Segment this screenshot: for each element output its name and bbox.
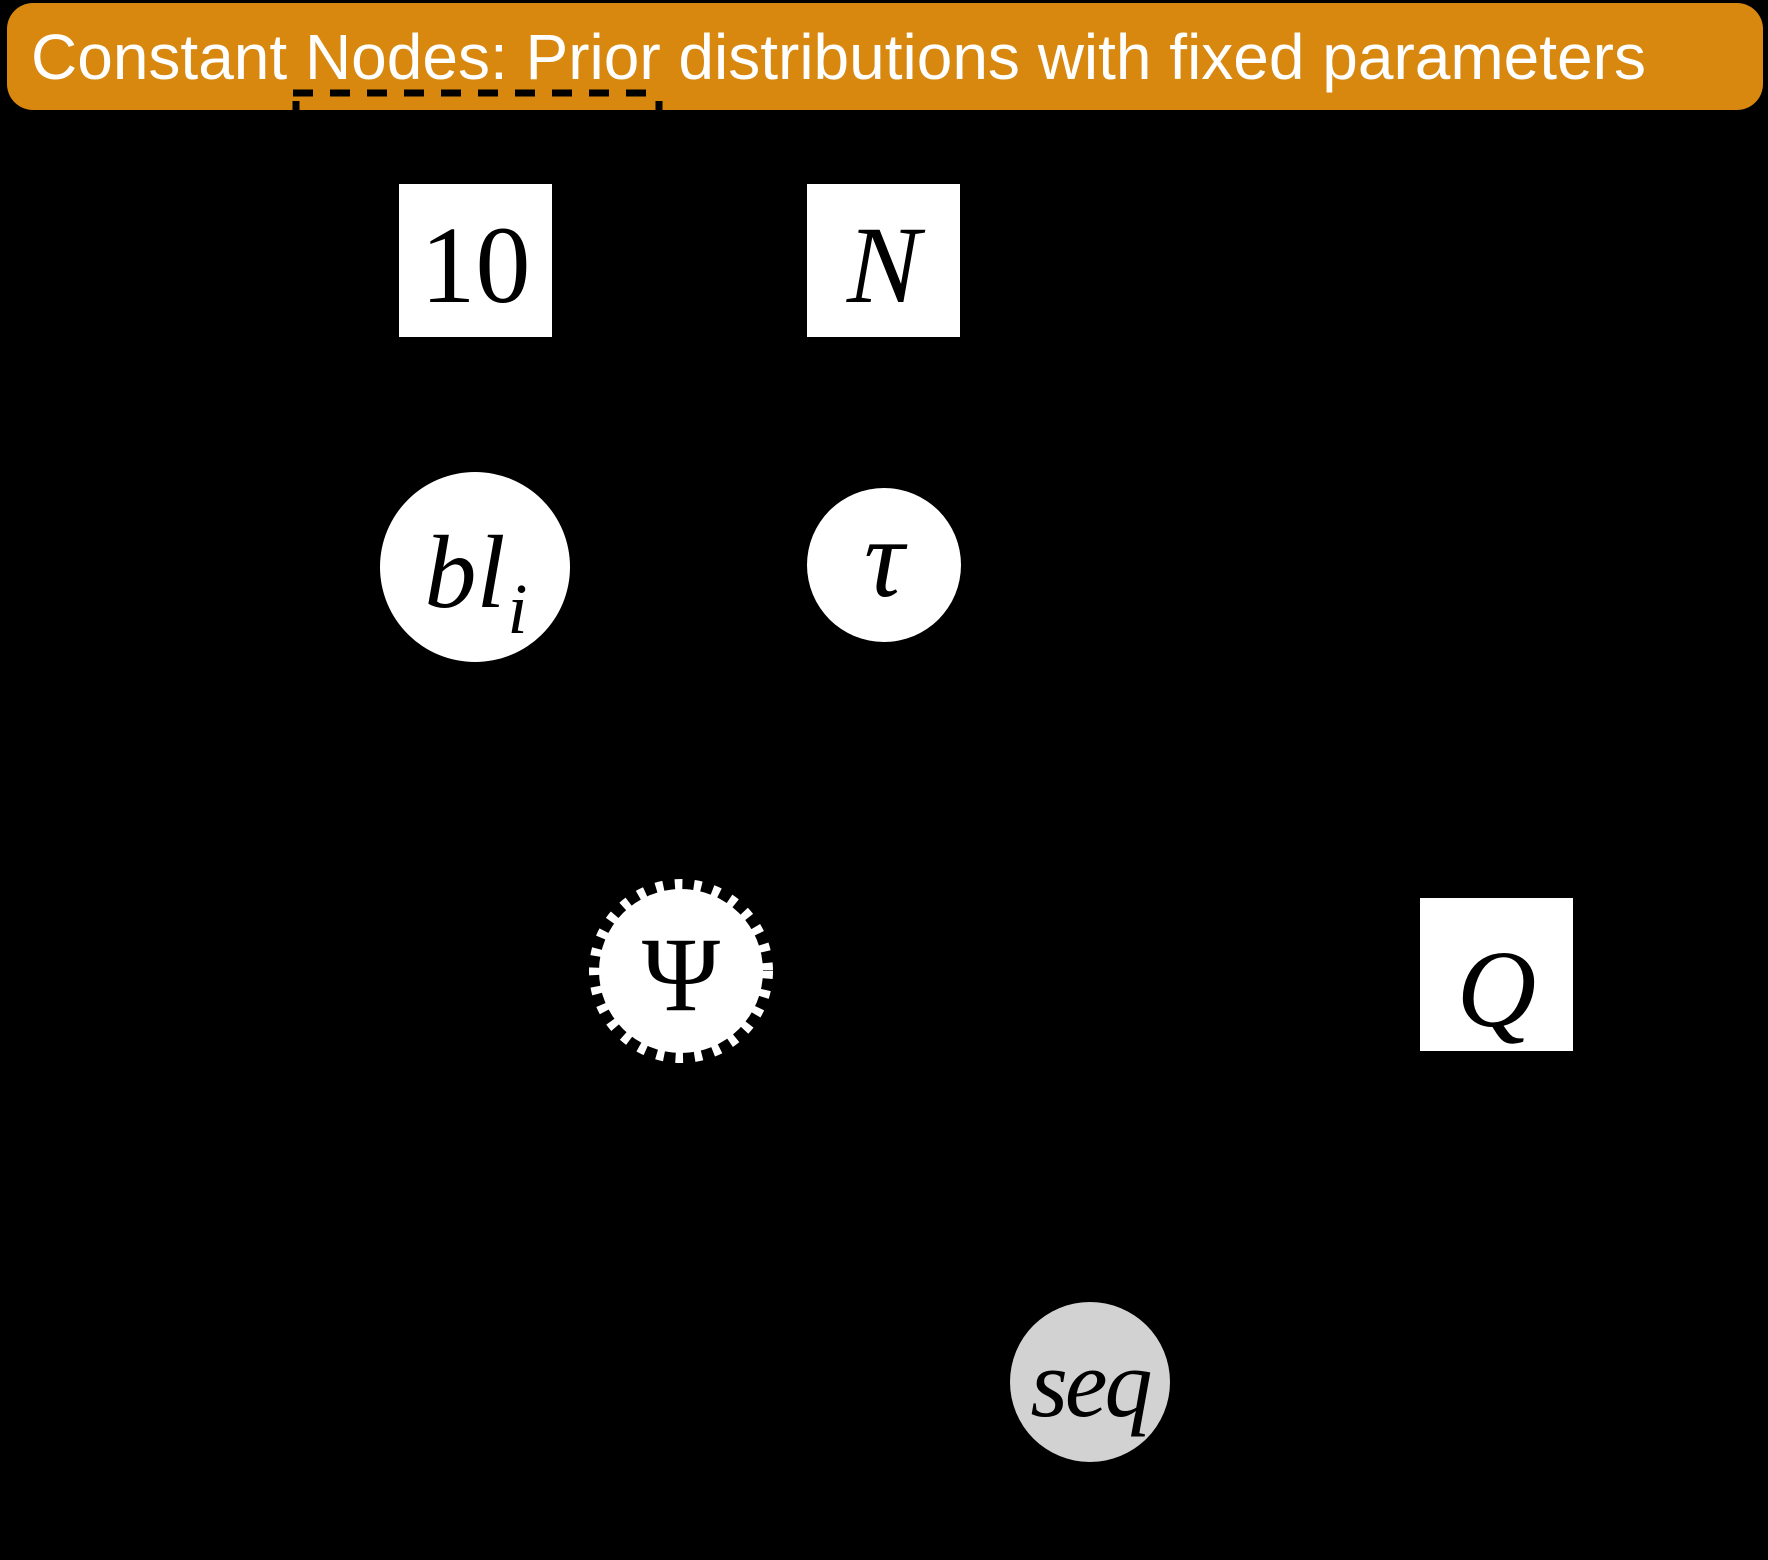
- node-observed-seq: seq: [1010, 1302, 1170, 1462]
- node-rate-matrix-Q: Q: [1420, 898, 1573, 1051]
- node-label: 10: [420, 203, 531, 326]
- node-topology-tau: τ: [807, 488, 961, 642]
- node-branch-length-bl-i: bli: [380, 472, 570, 662]
- node-constant-N: N: [807, 184, 960, 337]
- dashed-border-ring: [589, 879, 773, 1063]
- node-label: N: [846, 203, 921, 326]
- banner-title: Constant Nodes: Prior distributions with…: [31, 20, 1646, 93]
- node-label: Q: [1456, 927, 1537, 1050]
- node-label: Ψ: [641, 916, 721, 1033]
- node-label: τ: [863, 497, 905, 621]
- banner: Constant Nodes: Prior distributions with…: [7, 3, 1763, 110]
- node-constant-10: 10: [399, 184, 552, 337]
- node-label: seq: [1030, 1330, 1153, 1437]
- node-tree-psi: Ψ: [586, 876, 776, 1066]
- node-label: bli: [424, 515, 528, 649]
